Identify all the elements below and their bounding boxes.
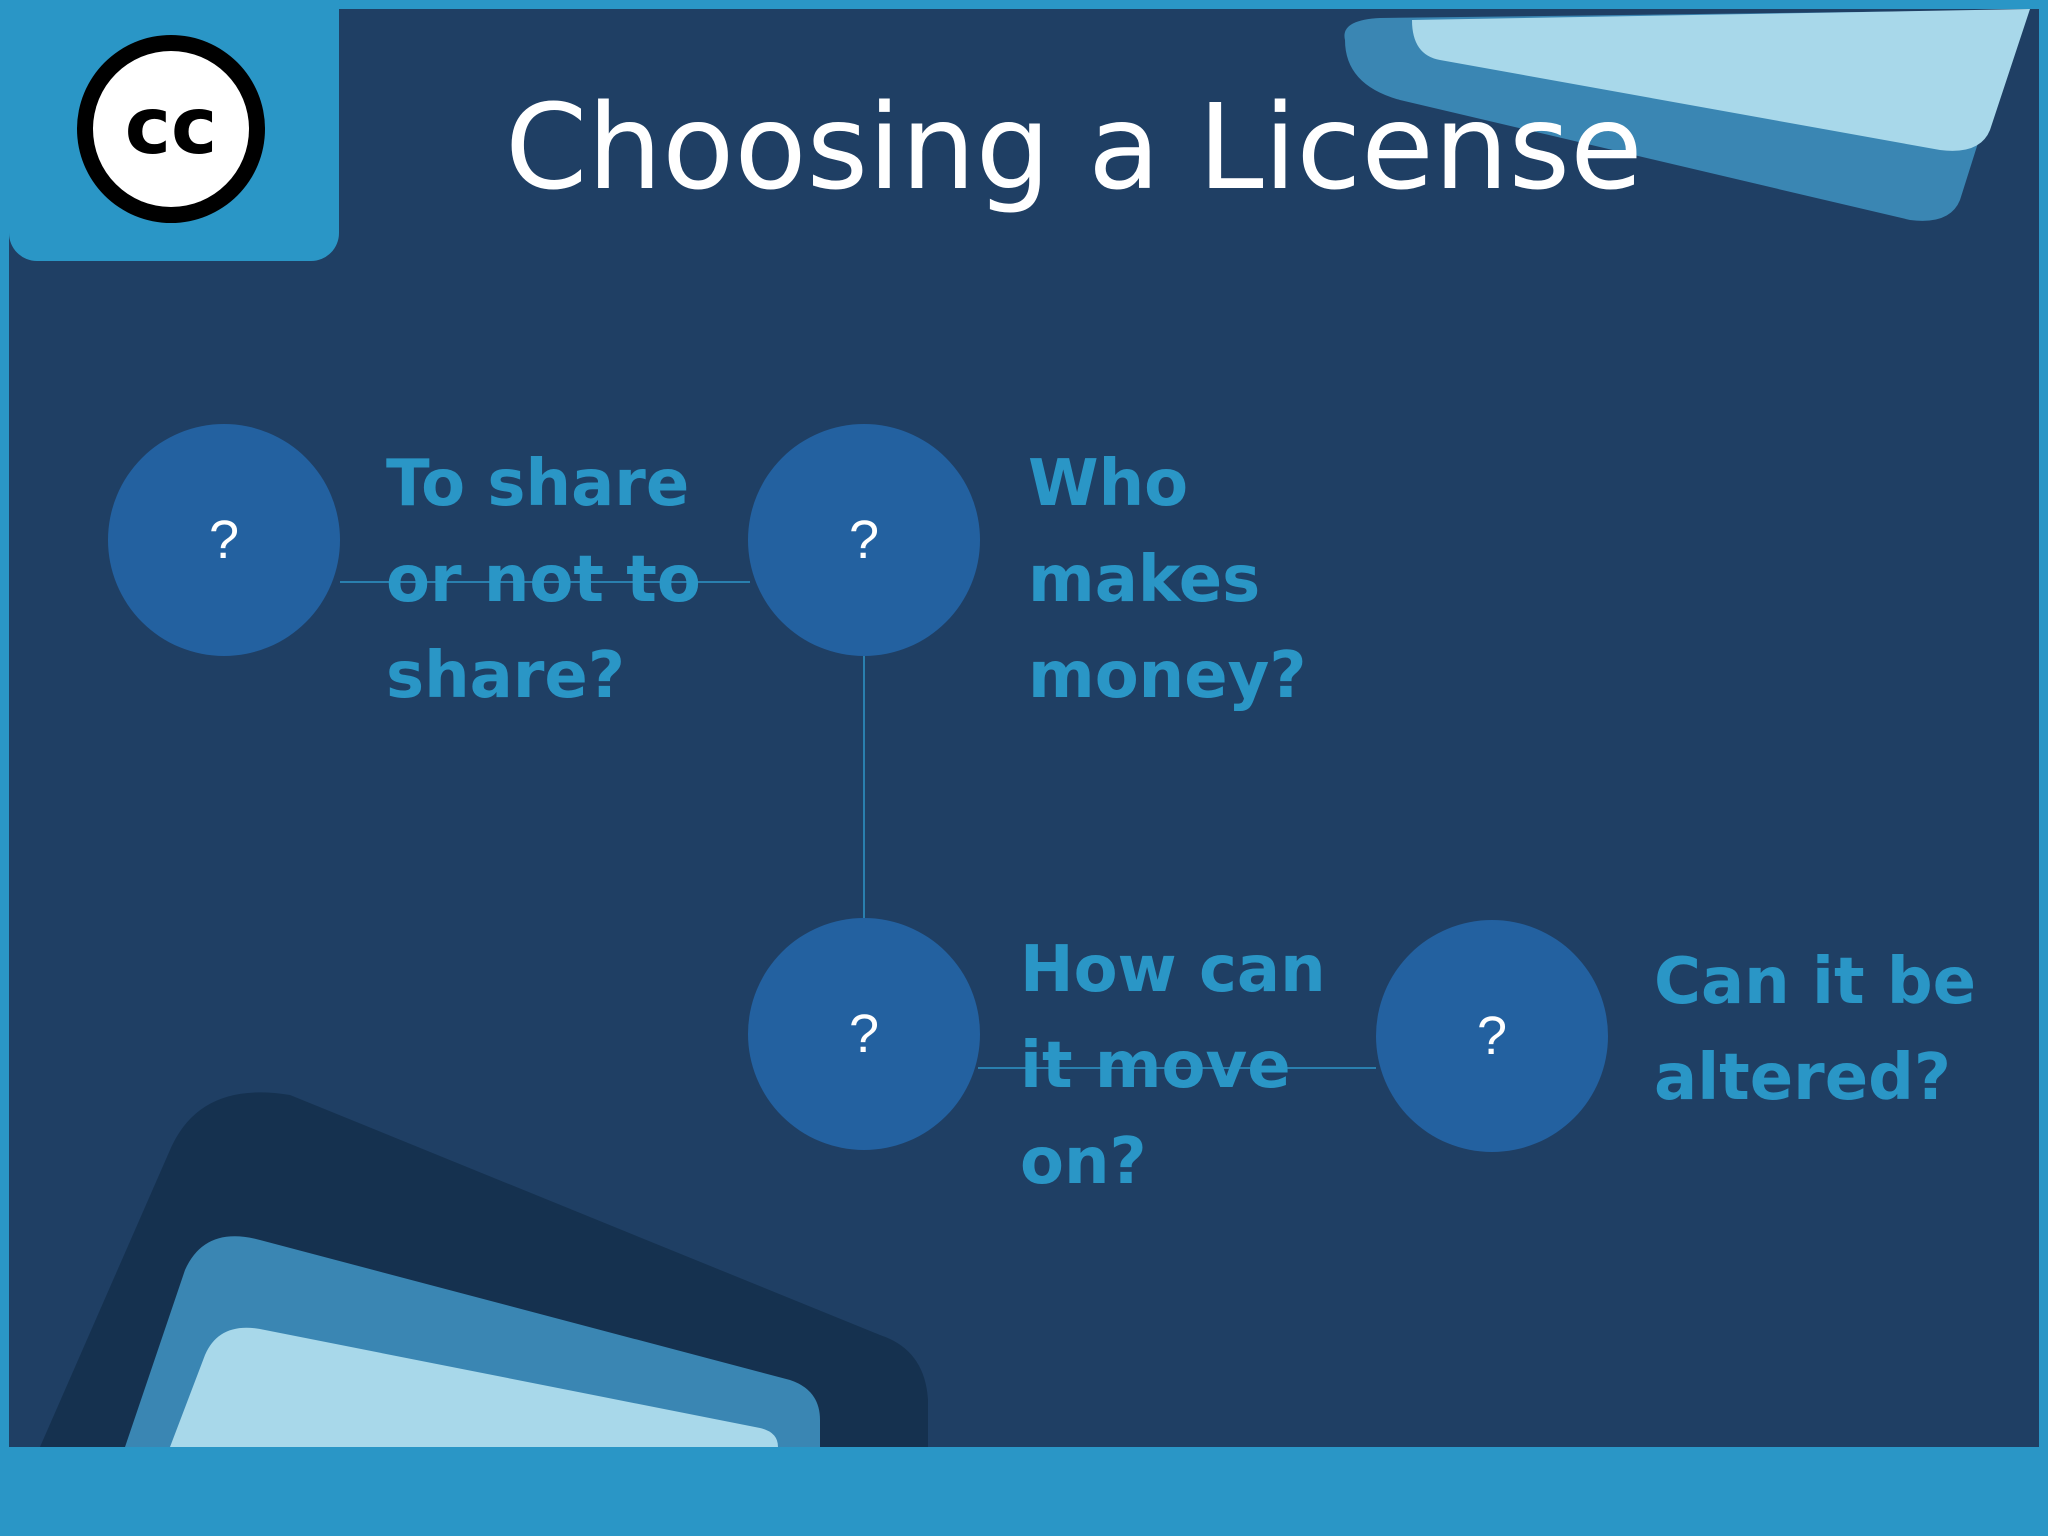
creative-commons-icon: cc: [77, 35, 265, 223]
label-1-line-1: To share: [386, 447, 690, 521]
label-4-line-2: altered?: [1654, 1041, 1952, 1115]
label-3-line-1: How can: [1020, 933, 1326, 1007]
diagram-label-3: How can it move on?: [1020, 922, 1326, 1210]
diagram-label-1: To share or not to share?: [386, 436, 701, 724]
label-3-line-3: on?: [1020, 1125, 1147, 1199]
diagram-node-1: ?: [108, 424, 340, 656]
deco-top-right-light: [1412, 9, 2030, 151]
deco-bottom-left-light: [170, 1327, 778, 1447]
slide-title: Choosing a License: [505, 78, 1643, 216]
diagram-label-2: Who makes money?: [1028, 436, 1306, 724]
diagram-node-2: ?: [748, 424, 980, 656]
label-1-line-3: share?: [386, 639, 625, 713]
diagram-node-3: ?: [748, 918, 980, 1150]
label-2-line-2: makes: [1028, 543, 1261, 617]
logo-text: cc: [125, 82, 217, 172]
bottom-bar: [0, 1447, 2048, 1536]
label-4-line-1: Can it be: [1654, 945, 1977, 1019]
label-2-line-3: money?: [1028, 639, 1307, 713]
diagram-label-4: Can it be altered?: [1654, 934, 1976, 1126]
label-2-line-1: Who: [1028, 447, 1189, 521]
diagram-node-4: ?: [1376, 920, 1608, 1152]
label-3-line-2: it move: [1020, 1029, 1291, 1103]
label-1-line-2: or not to: [386, 543, 701, 617]
